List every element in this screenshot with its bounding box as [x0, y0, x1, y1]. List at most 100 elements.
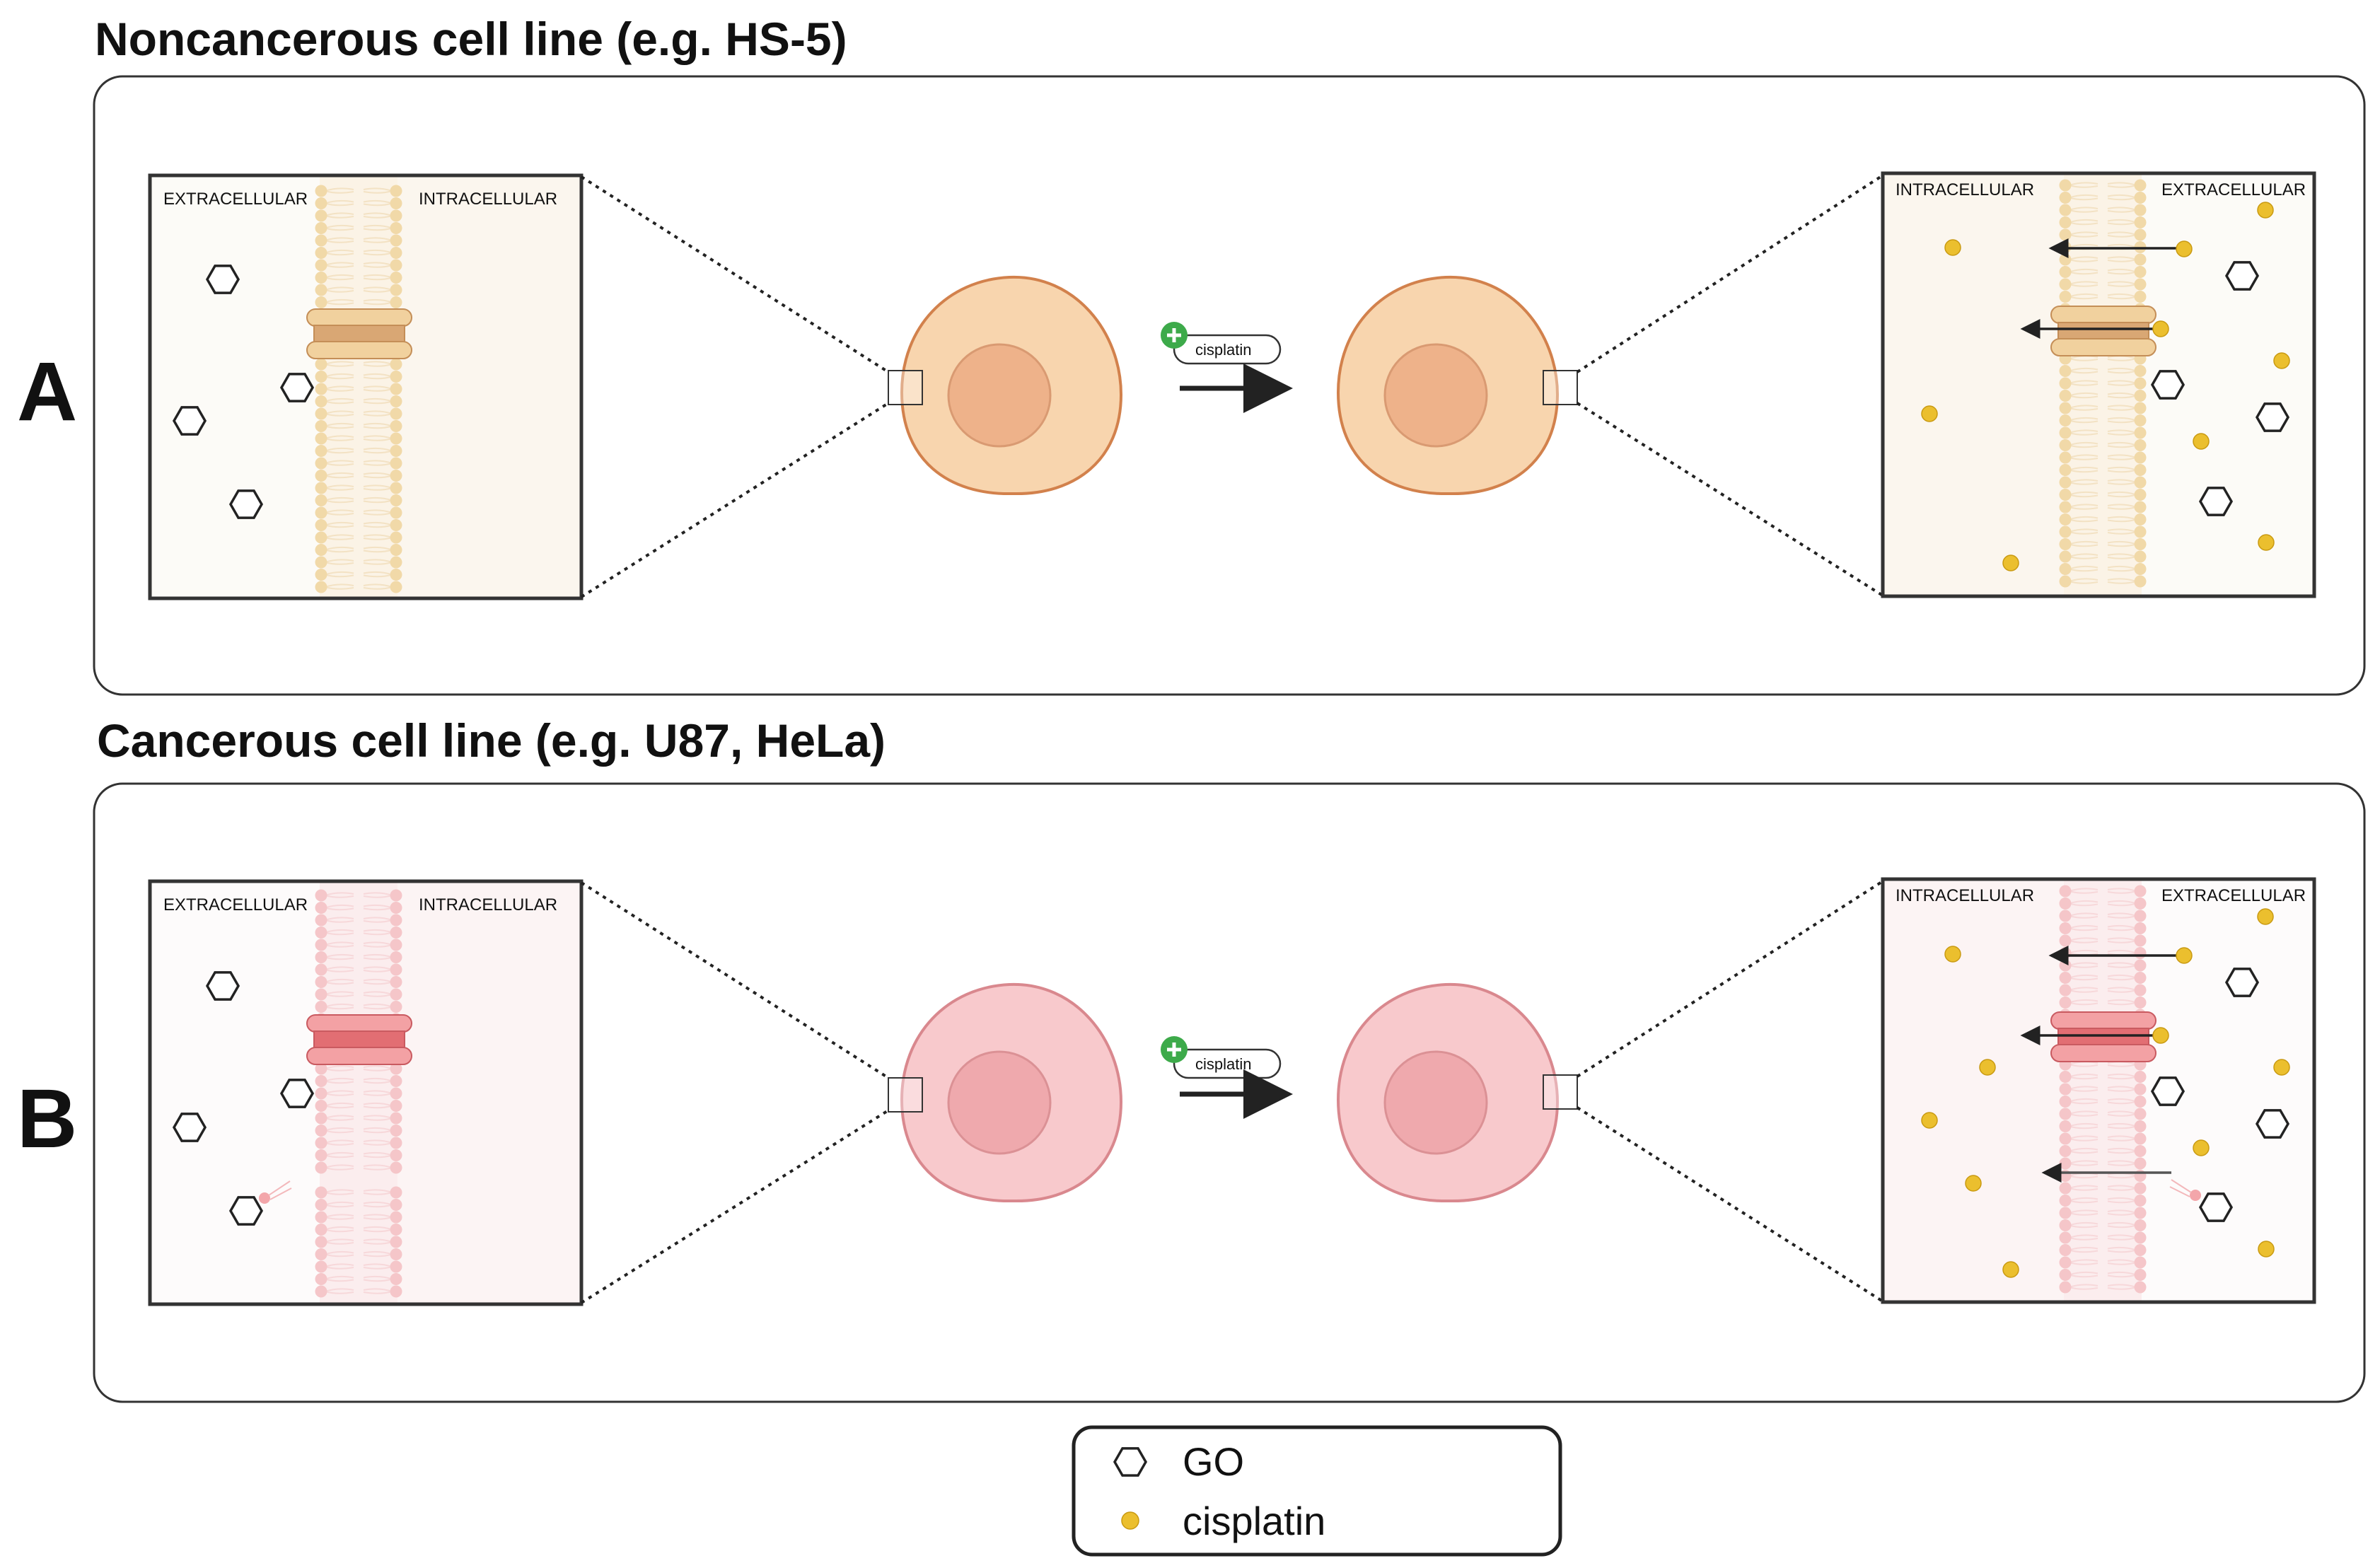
lipid-head — [390, 432, 402, 445]
lipid-tail — [2107, 1234, 2137, 1241]
cisplatin-dot-icon — [1979, 1059, 1996, 1076]
legend-frame — [1072, 1425, 1562, 1557]
lipid-head — [315, 1112, 327, 1125]
lipid-tail — [363, 460, 393, 466]
lipid-tail — [363, 1238, 393, 1245]
lipid-head — [2134, 365, 2147, 377]
lipid-head — [2134, 192, 2147, 204]
panel-b: Cancerous cell line (e.g. U87, HeLa) B E… — [17, 714, 2366, 1403]
lipid-head — [2059, 513, 2072, 525]
go-hexagon-icon — [172, 406, 207, 436]
treatment-arrow: cisplatin — [1161, 322, 1293, 413]
lipid-tail — [2107, 380, 2137, 386]
lipid-head — [390, 544, 402, 556]
lipid-head — [390, 569, 402, 581]
lipid-tail — [2069, 1086, 2099, 1092]
lipid-tail — [2107, 417, 2137, 424]
lipid-tail — [325, 373, 354, 380]
lipid-head — [390, 296, 402, 308]
lipid-head — [390, 284, 402, 296]
membrane-channel — [2050, 1011, 2156, 1062]
lipid-head — [390, 976, 402, 988]
lipid-tail — [325, 187, 354, 194]
lipid-tail — [363, 941, 393, 948]
lipid-tail — [2069, 1185, 2099, 1191]
lipid-head — [315, 1062, 327, 1075]
lipid-tail — [325, 484, 354, 491]
zoom-box-frame — [148, 879, 584, 1306]
lipid-tail — [2069, 405, 2099, 411]
treatment-arrow: cisplatin — [1161, 1036, 1293, 1119]
lipid-tail — [363, 212, 393, 219]
lipid-head — [315, 1285, 327, 1298]
lipid-tail — [2107, 405, 2137, 411]
extracellular-label: EXTRACELLULAR — [2161, 886, 2306, 905]
lipid-head — [2059, 934, 2072, 947]
lipid-head — [2134, 1145, 2147, 1157]
lipid-head — [315, 914, 327, 927]
lipid-tail — [2069, 1271, 2099, 1278]
lipid-head — [315, 420, 327, 432]
lipid-head — [2134, 947, 2147, 959]
lipid-head — [2059, 1231, 2072, 1244]
lipid-tail — [2069, 1110, 2099, 1117]
lipid-head — [2059, 204, 2072, 216]
lipid-head — [2059, 1083, 2072, 1096]
lipid-head — [315, 432, 327, 445]
lipid-tail — [2069, 504, 2099, 510]
lipid-tail — [2107, 987, 2137, 993]
lipid-head — [390, 1087, 402, 1100]
legend: GO cisplatin — [1072, 1425, 1562, 1557]
lipid-tail — [2107, 1185, 2137, 1191]
cell-after — [1336, 982, 1578, 1203]
lipid-tail — [2069, 1160, 2099, 1166]
plus-icon — [1167, 328, 1181, 342]
channel-pore — [313, 325, 405, 343]
lipid-head — [390, 1260, 402, 1273]
lipid-tail — [325, 991, 354, 997]
lipid-head — [2059, 192, 2072, 204]
lipid-head — [2059, 501, 2072, 513]
treatment-label: cisplatin — [1195, 1055, 1251, 1073]
lipid-tail — [2107, 268, 2137, 275]
lipid-tail — [2107, 491, 2137, 498]
lipid-tail — [2069, 1197, 2099, 1204]
lipid-head — [315, 544, 327, 556]
lipid-head — [2059, 575, 2072, 588]
lipid-tail — [2069, 194, 2099, 201]
lipid-tail — [2107, 962, 2137, 968]
lipid-tail — [325, 1127, 354, 1134]
lipid-head — [2134, 922, 2147, 934]
lipid-head — [390, 494, 402, 506]
lipid-head — [390, 407, 402, 420]
lipid-tail — [325, 953, 354, 960]
lipid-head — [315, 506, 327, 519]
intracellular-label: INTRACELLULAR — [1896, 180, 2034, 199]
lipid-tail — [2107, 937, 2137, 943]
lipid-tail — [325, 1151, 354, 1158]
lipid-tail — [2069, 924, 2099, 931]
lipid-head — [390, 556, 402, 569]
channel-bottom — [2050, 338, 2156, 356]
lipid-head — [315, 296, 327, 308]
lipid-head — [2059, 489, 2072, 501]
lipid-tail — [2069, 528, 2099, 535]
lipid-tail — [325, 397, 354, 405]
lipid-head — [315, 272, 327, 284]
lipid-tail — [325, 1077, 354, 1084]
lipid-head — [390, 383, 402, 395]
lipid-head — [390, 914, 402, 927]
lipid-head — [390, 1236, 402, 1248]
cisplatin-dot-icon — [2193, 1139, 2210, 1156]
lipid-head — [390, 185, 402, 197]
lipid-tail — [2069, 1259, 2099, 1265]
go-hexagon-icon — [279, 373, 315, 402]
lipid-tail — [2069, 281, 2099, 287]
lipid-tail — [325, 546, 354, 553]
lipid-head — [2059, 959, 2072, 972]
lipid-head — [315, 371, 327, 383]
left-zoom-box: EXTRACELLULAR INTRACELLULAR — [148, 173, 584, 600]
lipid-tail — [2069, 1098, 2099, 1105]
lipid-head — [315, 519, 327, 531]
lipid-head — [2134, 501, 2147, 513]
